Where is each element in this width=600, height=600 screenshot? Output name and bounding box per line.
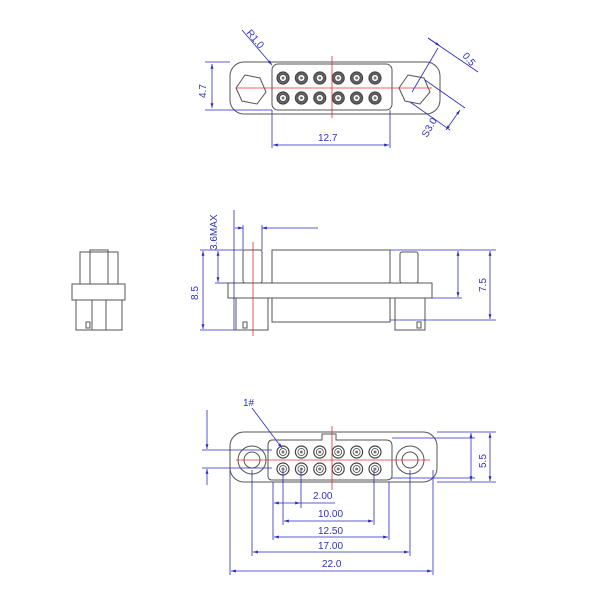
pin <box>281 76 285 80</box>
dim-height-5-5: 5.5 <box>478 454 489 468</box>
pin <box>299 76 303 80</box>
dim-pin-span: 10.00 <box>318 509 343 520</box>
pin <box>318 467 322 471</box>
side-view: 3.6MAX 8.5 7.5 <box>190 210 496 336</box>
pin <box>336 450 340 454</box>
pin <box>281 96 285 100</box>
pin <box>318 96 322 100</box>
dim-overall: 22.0 <box>322 559 342 570</box>
pin1-label: 1# <box>243 398 255 409</box>
hex-nut-right <box>398 74 431 105</box>
dim-pitch: 2.00 <box>313 491 333 502</box>
dim-insert: 12.50 <box>318 526 343 537</box>
pin <box>318 76 322 80</box>
pin <box>336 76 340 80</box>
dim-insert-12-7: 12.7 <box>318 133 338 144</box>
horizontal-dims <box>229 470 434 575</box>
pin <box>336 467 340 471</box>
pin <box>373 467 377 471</box>
pin <box>373 450 377 454</box>
dim-body-height: 7.5 <box>478 278 489 292</box>
dim-radius: R1.0 <box>244 28 266 52</box>
pin <box>355 450 359 454</box>
pin <box>299 96 303 100</box>
dim-stud: 3.6MAX <box>209 214 220 250</box>
end-view <box>71 249 126 331</box>
top-view: 4.7 12.7 R1.0 0.5 S3.0 <box>198 28 479 148</box>
pin <box>355 467 359 471</box>
pin <box>355 76 359 80</box>
top-pins <box>276 71 382 105</box>
pin <box>281 450 285 454</box>
dim-hex: S3.0 <box>420 116 440 140</box>
pin <box>281 467 285 471</box>
dim-mount: 17.00 <box>318 541 343 552</box>
pin <box>299 450 303 454</box>
bottom-pins <box>276 445 382 476</box>
pin <box>336 96 340 100</box>
pin <box>373 96 377 100</box>
pin <box>355 96 359 100</box>
hex-nut-left <box>235 74 267 105</box>
dim-height-4-7: 4.7 <box>198 84 209 98</box>
bottom-view: 1# 5.5 2.00 10.00 12.50 17.00 22.0 <box>202 398 496 575</box>
pin <box>318 450 322 454</box>
dim-thickness: 0.5 <box>460 51 478 69</box>
dim-total-height: 8.5 <box>190 286 201 300</box>
pin <box>299 467 303 471</box>
pin <box>373 76 377 80</box>
